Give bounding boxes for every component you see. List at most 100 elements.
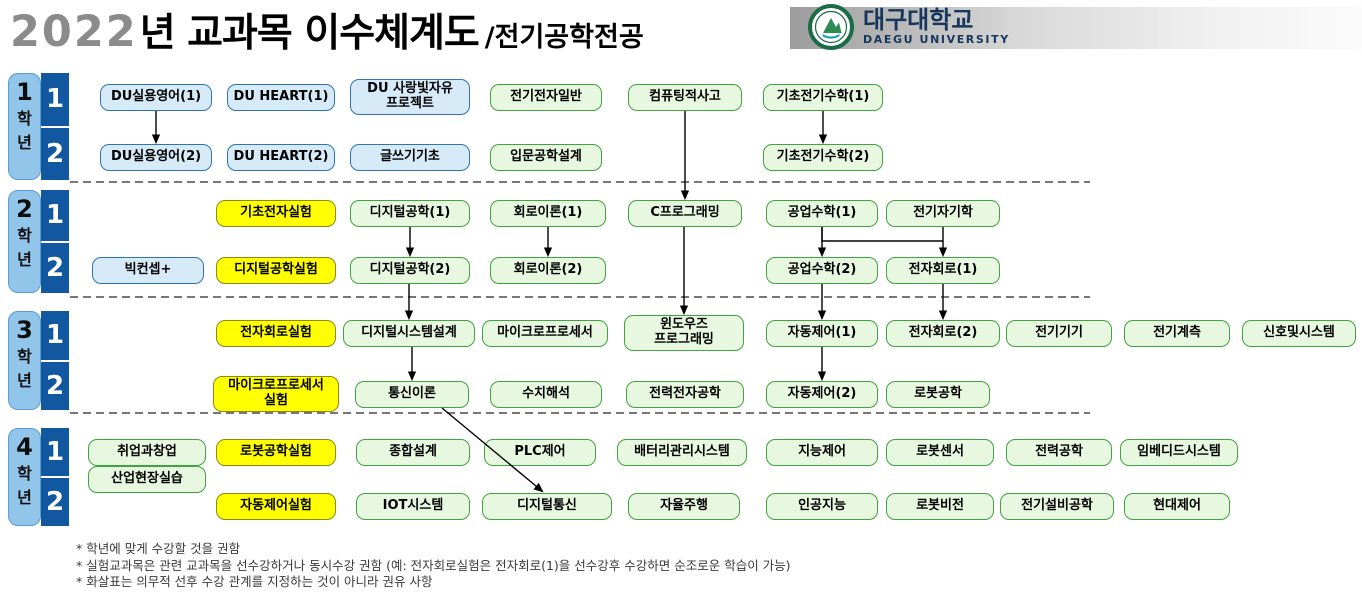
course-modern_control: 현대제어 [1124,493,1230,520]
footnote-3: * 화살표는 의무적 선후 수강 관계를 지정하는 것이 아니라 권유 사항 [76,574,433,589]
course-du_heart2: DU HEART(2) [227,144,335,171]
year-label-char: 년 [17,250,32,269]
course-digital1: 디지털공학(1) [350,200,470,227]
title-year: 2022 [10,7,138,57]
course-intro_design: 입문공학설계 [490,144,602,171]
course-basic_elec_lab: 기초전자실험 [216,200,336,227]
course-electronic2: 전자회로(2) [886,320,1000,347]
course-eng_math1: 공업수학(1) [766,200,878,227]
course-machines: 전기기기 [1006,320,1112,347]
course-auto_lab: 자동제어실험 [216,493,336,520]
course-electromag: 전기자기학 [886,200,1000,227]
course-numerical: 수치해석 [490,381,602,408]
course-micro: 마이크로프로세서 [482,320,608,347]
footnotes: * 학년에 맞게 수강할 것을 권함 * 실험교과목은 관련 교과목을 선수강하… [76,541,791,591]
title-main: 년 교과목 이수체계도 [139,11,480,56]
course-writing: 글쓰기기초 [350,144,470,171]
course-windows_prog: 윈도우즈 프로그래밍 [624,315,744,351]
year-label-char: 년 [17,488,32,507]
year-number: 3 [16,316,33,344]
year-number: 4 [16,433,33,461]
course-signals: 신호및시스템 [1242,320,1356,347]
footnote-2: * 실험교과목은 관련 교과목을 선수강하거나 동시수강 권함 (예: 전자회로… [76,557,791,573]
year-number: 1 [16,78,33,106]
year-1-semester-1: 1 [41,73,69,126]
course-big_concept: 빅컨셉+ [92,257,204,284]
course-robotics: 로봇공학 [886,381,990,408]
course-du_eng2: DU실용영어(2) [100,144,212,171]
year-3-semester-2: 2 [41,359,69,410]
page-title: 2022 년 교과목 이수체계도 /전기공학전공 [10,2,644,58]
course-basic_math2: 기초전기수학(2) [763,144,883,171]
course-ai: 인공지능 [766,493,878,520]
course-auto1: 자동제어(1) [766,320,878,347]
course-elec_general: 전기전자일반 [490,84,602,111]
year-label-char: 년 [17,133,32,152]
course-du_heart1: DU HEART(1) [227,84,335,111]
course-digital_lab: 디지털공학실험 [216,257,336,284]
course-micro_lab: 마이크로프로세서 실험 [213,376,339,412]
course-measurement: 전기계측 [1124,320,1230,347]
year-label-char: 학 [17,226,32,245]
course-digital_comm: 디지털통신 [482,493,612,520]
course-electronic1: 전자회로(1) [886,257,1000,284]
course-power_elec: 전력전자공학 [626,381,744,408]
course-intelligent: 지능제어 [766,439,878,466]
logo-banner [790,7,1362,49]
course-robot_lab: 로봇공학실험 [216,439,336,466]
title-major: /전기공학전공 [484,22,644,53]
year-2-semester-1: 1 [41,190,69,241]
course-robot_sensor: 로봇센서 [886,439,994,466]
course-capstone: 종합설계 [356,439,470,466]
course-auto2: 자동제어(2) [766,381,878,408]
university-name: 대구대학교 DAEGU UNIVERSITY [863,7,1010,47]
course-electronic_lab: 전자회로실험 [216,320,336,347]
course-computing: 컴퓨팅적사고 [628,84,742,111]
course-embedded: 임베디드시스템 [1120,439,1238,466]
course-digital_sys: 디지털시스템설계 [343,320,475,347]
year-4-semester-2: 2 [41,476,69,526]
year-4-semester-1: 1 [41,428,69,476]
course-autonomous: 자율주행 [628,493,740,520]
year-2-semester-2: 2 [41,240,69,293]
course-du_eng1: DU실용영어(1) [100,84,212,111]
course-plc: PLC제어 [484,439,596,466]
course-c_prog: C프로그래밍 [628,200,742,227]
course-robot_vision: 로봇비전 [886,493,994,520]
course-battery: 배터리관리시스템 [617,439,747,466]
year-label-char: 학 [17,109,32,128]
footnote-1: * 학년에 맞게 수강할 것을 권함 [76,541,241,556]
year-1-semester-2: 2 [41,125,69,180]
university-name-en: DAEGU UNIVERSITY [863,33,1010,47]
course-du_love: DU 사랑빛자유 프로젝트 [350,79,470,115]
course-digital2: 디지털공학(2) [350,257,470,284]
course-eng_math2: 공업수학(2) [766,257,878,284]
year-label-char: 년 [17,371,32,390]
course-comm_theory: 통신이론 [355,381,469,408]
university-brand: 대구대학교 DAEGU UNIVERSITY [808,4,1010,50]
year-label-char: 학 [17,464,32,483]
year-3-semester-1: 1 [41,311,69,360]
course-facility: 전기설비공학 [1000,493,1114,520]
course-power_eng: 전력공학 [1006,439,1112,466]
course-industry: 산업현장실습 [88,466,206,493]
course-circuit2: 회로이론(2) [490,257,606,284]
course-basic_math1: 기초전기수학(1) [763,84,883,111]
course-career: 취업과창업 [88,439,206,466]
university-logo-icon [808,4,854,50]
